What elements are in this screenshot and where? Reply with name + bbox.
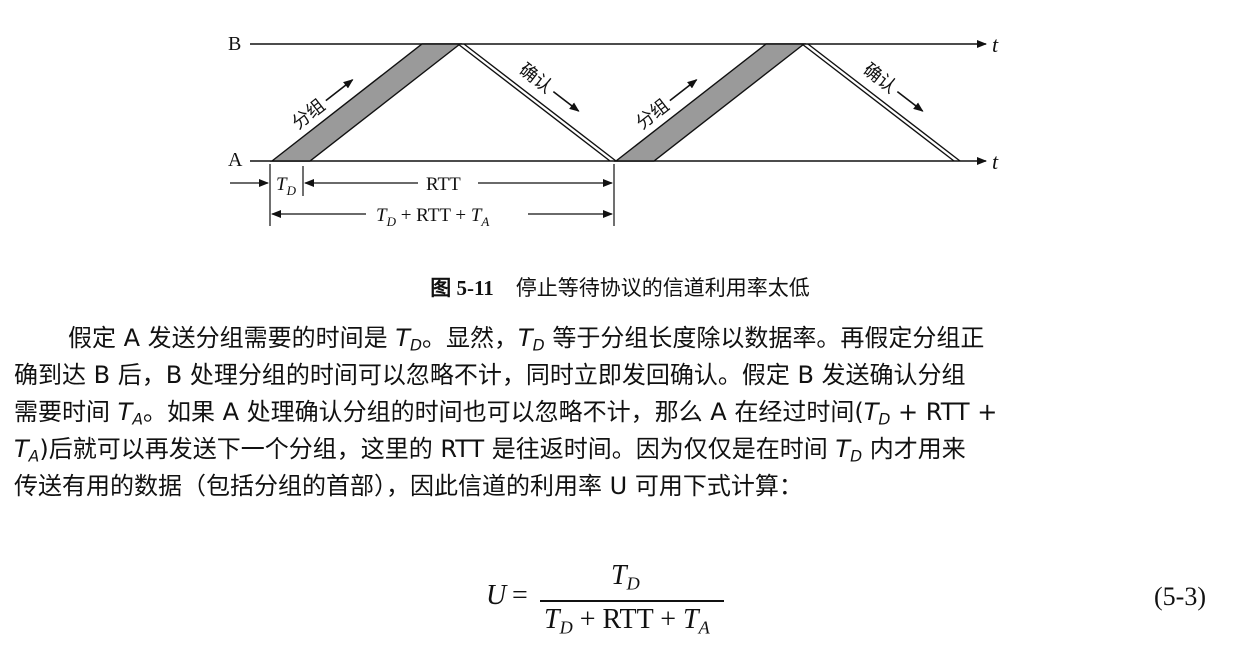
paragraph-line: 传送有用的数据（包括分组的首部），因此信道的利用率 U 可用下式计算： <box>14 472 803 500</box>
packet-band-1 <box>269 43 463 162</box>
equation-lhs: U <box>486 580 507 611</box>
ack-line-2b <box>807 43 961 162</box>
paragraph-line: 假定 A 发送分组需要的时间是 TD。显然，TD 等于分组长度除以数据率。再假定… <box>68 324 985 355</box>
paragraph-line: TA)后就可以再发送下一个分组，这里的 RTT 是往返时间。因为仅仅是在时间 T… <box>14 435 966 466</box>
ack-line-1a <box>457 43 611 162</box>
equation-equals: = <box>512 580 528 611</box>
stop-and-wait-diagram: B A t t 分组 分组 确认 确认 TD RTT TD + RTT + TA <box>228 32 999 229</box>
equation-number: (5-3) <box>1154 582 1206 611</box>
rtt-label: RTT <box>426 174 461 195</box>
fraction-bar <box>540 600 724 602</box>
time-label-a: t <box>992 149 999 174</box>
figure-number: 图 5-11 <box>430 276 494 300</box>
packet-arrow-1 <box>325 79 354 102</box>
body-paragraph: 假定 A 发送分组需要的时间是 TD。显然，TD 等于分组长度除以数据率。再假定… <box>14 320 1220 505</box>
ack-arrow-1 <box>552 91 580 112</box>
equation-numerator: TD <box>611 560 640 594</box>
equation-denominator: TD + RTT + TA <box>544 604 710 638</box>
paragraph-line: 确到达 B 后，B 处理分组的时间可以忽略不计，同时立即发回确认。假定 B 发送… <box>14 361 966 389</box>
figure-title: 停止等待协议的信道利用率太低 <box>515 276 810 300</box>
total-label: TD + RTT + TA <box>376 205 489 229</box>
time-label-b: t <box>992 32 999 57</box>
figure-caption: 图 5-11 停止等待协议的信道利用率太低 <box>0 272 1240 302</box>
paragraph-line: 需要时间 TA。如果 A 处理确认分组的时间也可以忽略不计，那么 A 在经过时间… <box>14 398 998 429</box>
label-a: A <box>228 149 243 171</box>
ack-line-1b <box>463 43 617 162</box>
packet-arrow-2 <box>669 79 698 102</box>
packet-band-2 <box>613 43 807 162</box>
td-label: TD <box>276 174 297 198</box>
ack-line-2a <box>801 43 955 162</box>
label-b: B <box>228 33 241 55</box>
ack-arrow-2 <box>896 91 924 112</box>
